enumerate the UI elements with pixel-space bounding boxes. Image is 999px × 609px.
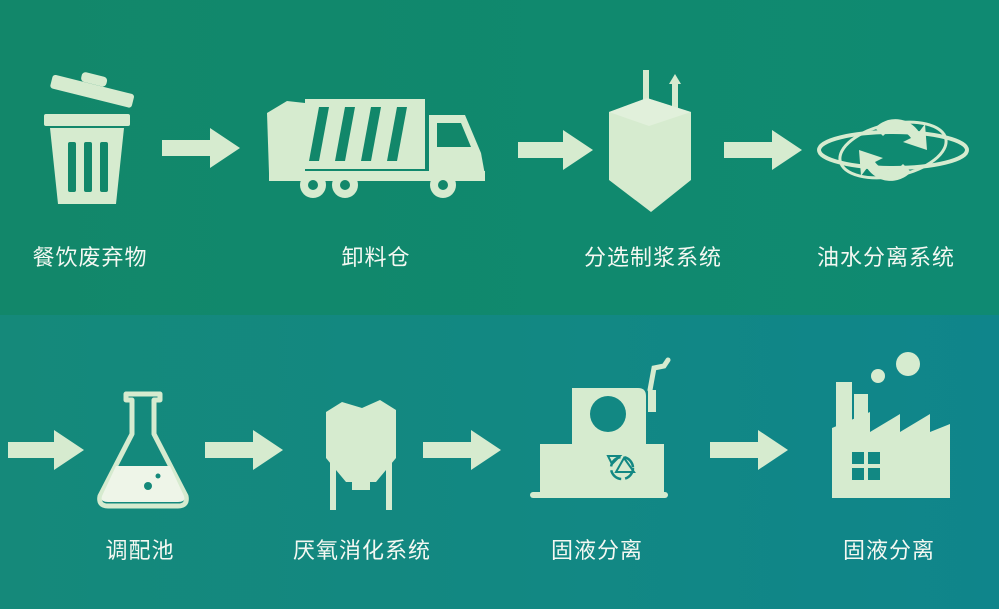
label-oil-water-separation: 油水分离系统 xyxy=(816,246,956,271)
label-solid-liquid-separation-2: 固液分离 xyxy=(842,539,936,564)
label-sorting-pulping: 分选制浆系统 xyxy=(583,246,723,271)
label-unloading-bin: 卸料仓 xyxy=(341,246,411,271)
garbage-truck-icon xyxy=(265,95,490,200)
flow-arrow-6 xyxy=(423,430,501,470)
label-blending-tank: 调配池 xyxy=(105,539,175,564)
factory-icon xyxy=(830,352,952,502)
flow-arrow-5 xyxy=(205,430,283,470)
separator-machine-icon xyxy=(528,357,673,502)
hopper-tank-icon xyxy=(605,70,695,215)
trash-can-icon xyxy=(40,72,135,207)
flow-arrow-3 xyxy=(724,130,802,170)
label-food-waste: 餐饮废弃物 xyxy=(32,246,148,271)
flow-arrow-2 xyxy=(518,130,593,170)
top-band xyxy=(0,0,999,315)
digester-tank-icon xyxy=(322,398,400,510)
flow-arrow-1 xyxy=(162,128,240,168)
flow-arrow-7 xyxy=(710,430,788,470)
label-anaerobic-digestion: 厌氧消化系统 xyxy=(292,539,432,564)
flask-icon xyxy=(96,391,190,509)
label-solid-liquid-separation-1: 固液分离 xyxy=(550,539,644,564)
recycle-orbit-icon xyxy=(815,110,975,190)
flow-arrow-4 xyxy=(8,430,84,470)
